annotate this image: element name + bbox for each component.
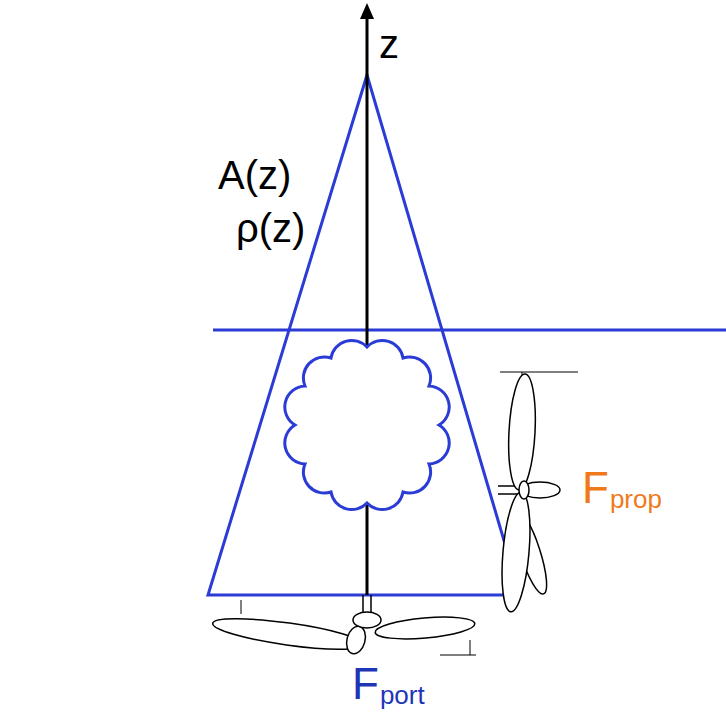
force-subscript: port <box>380 682 425 708</box>
z-axis <box>366 16 369 595</box>
quantity-label: ρ(z) <box>236 208 305 248</box>
cloud <box>285 340 449 509</box>
force-subscript: prop <box>610 486 662 512</box>
force-symbol: F <box>582 466 609 510</box>
quantity-label: A(z) <box>218 155 291 195</box>
axis-label: z <box>379 24 399 64</box>
bottom-propeller <box>211 595 476 656</box>
side-propeller <box>498 372 578 613</box>
hull-outline <box>208 75 520 595</box>
force-symbol: F <box>352 662 379 706</box>
axis-arrowhead <box>360 3 374 19</box>
